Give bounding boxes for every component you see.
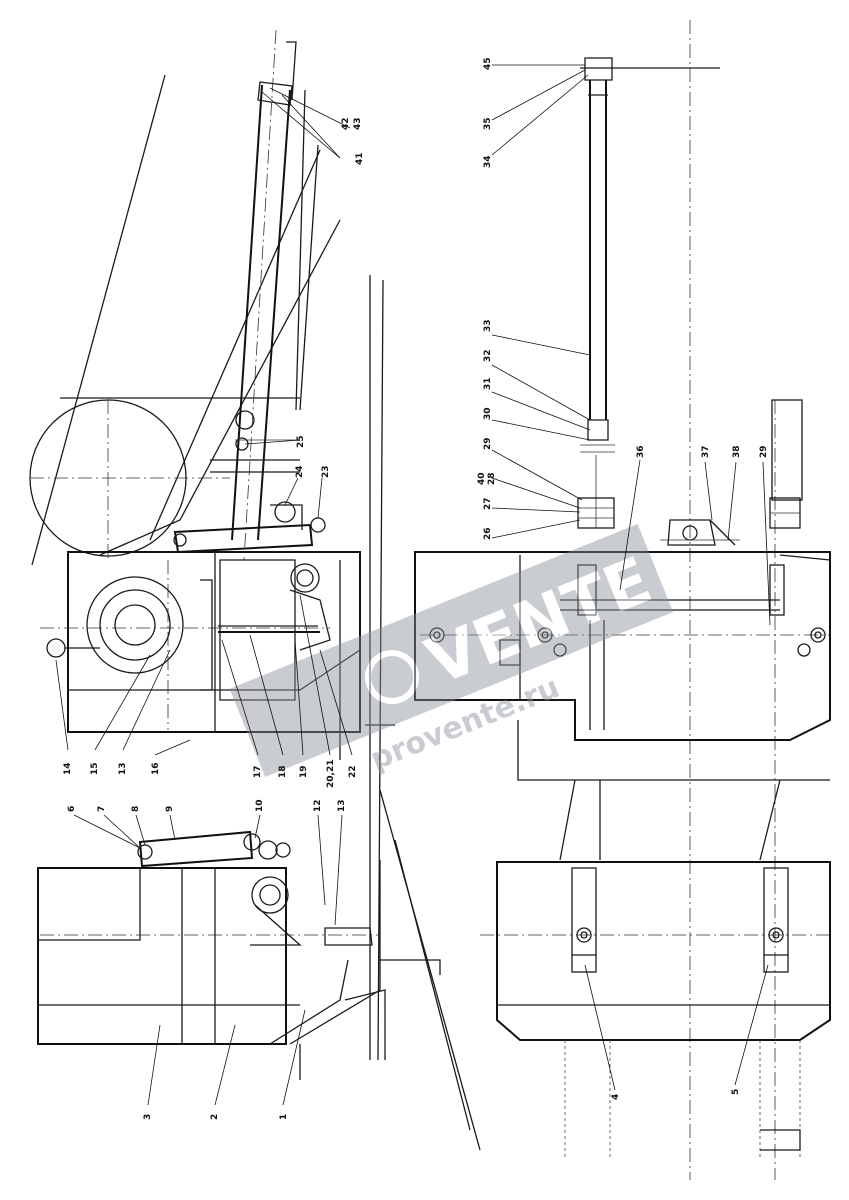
callout-8: 8 (131, 806, 141, 812)
callout-23: 23 (321, 465, 331, 478)
callout-32: 32 (483, 349, 493, 362)
callout-31: 31 (483, 377, 493, 390)
callout-2: 2 (210, 1114, 220, 1120)
callout-35: 35 (483, 117, 493, 130)
callout-37: 37 (701, 445, 711, 458)
callout-19: 19 (299, 765, 309, 778)
callout-24: 24 (295, 465, 305, 478)
callout-34: 34 (483, 155, 493, 168)
callout-16: 16 (151, 762, 161, 775)
callout-6: 6 (67, 806, 77, 812)
callout-9: 9 (165, 806, 175, 812)
callout-7: 7 (97, 806, 107, 812)
callout-13b: 13 (337, 799, 347, 812)
callout-12: 12 (313, 799, 323, 812)
callout-18: 18 (278, 765, 288, 778)
callout-20-21: 20,21 (326, 760, 336, 788)
right-plan-view (414, 20, 831, 1180)
callout-13a: 13 (118, 762, 128, 775)
callout-1: 1 (279, 1114, 289, 1120)
callout-45: 45 (483, 57, 493, 70)
callout-3: 3 (143, 1114, 153, 1120)
callout-17: 17 (253, 765, 263, 778)
callout-25: 25 (296, 435, 306, 448)
callout-4: 4 (611, 1094, 621, 1100)
callout-36: 36 (636, 445, 646, 458)
callout-29a: 29 (483, 437, 493, 450)
callout-38: 38 (732, 445, 742, 458)
callout-22: 22 (348, 765, 358, 778)
callout-27: 27 (483, 497, 493, 510)
callout-28: 28 (487, 472, 497, 485)
callout-39: 29 (759, 445, 769, 458)
callout-5: 5 (731, 1089, 741, 1095)
callout-14: 14 (63, 762, 73, 775)
callout-41: 41 (355, 152, 365, 165)
callout-26: 26 (483, 527, 493, 540)
callout-40: 40 (477, 472, 487, 485)
callout-43: 43 (353, 117, 363, 130)
left-side-view (29, 29, 481, 1151)
callout-33: 33 (483, 319, 493, 332)
callout-15: 15 (90, 762, 100, 775)
callout-42: 42 (341, 117, 351, 130)
callout-10: 10 (255, 799, 265, 812)
callout-30: 30 (483, 407, 493, 420)
callouts: 3 2 1 6 7 8 9 10 12 13 14 15 13 16 17 18… (55, 57, 771, 1120)
